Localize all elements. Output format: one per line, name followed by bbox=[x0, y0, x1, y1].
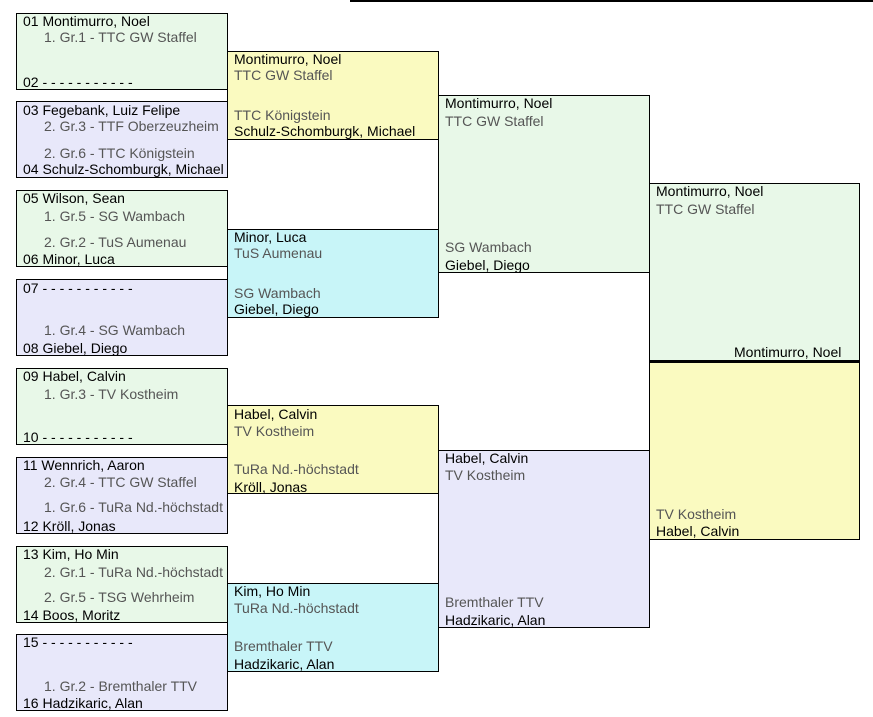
r1-m4-player-b-group: 1. Gr.4 - SG Wambach bbox=[44, 322, 186, 338]
r1-m6-player-a-group: 2. Gr.4 - TTC GW Staffel bbox=[44, 474, 197, 490]
r3-match-2 bbox=[438, 450, 650, 628]
r1-m3-player-b: 06 Minor, Luca bbox=[23, 251, 115, 267]
r2-m1-player-b-club: TTC Königstein bbox=[234, 107, 331, 123]
r1-match-7 bbox=[16, 546, 228, 623]
r2-m4-player-a-club: TuRa Nd.-höchstadt bbox=[234, 600, 359, 616]
r2-m4-player-b: Hadzikaric, Alan bbox=[234, 656, 335, 672]
r3-m2-player-b-club: Bremthaler TTV bbox=[445, 594, 544, 610]
r3-m2-player-b: Hadzikaric, Alan bbox=[445, 612, 546, 628]
r1-m6-player-a: 11 Wennrich, Aaron bbox=[23, 457, 145, 473]
final-player-b: Habel, Calvin bbox=[656, 523, 740, 539]
r1-m7-player-a: 13 Kim, Ho Min bbox=[23, 546, 119, 562]
r1-m8-player-a: 15 - - - - - - - - - - - bbox=[23, 634, 133, 650]
r2-m1-player-a: Montimurro, Noel bbox=[234, 51, 342, 67]
r2-m2-player-b: Giebel, Diego bbox=[234, 301, 319, 317]
r1-match-4 bbox=[16, 279, 228, 356]
r1-match-8 bbox=[16, 634, 228, 711]
r2-m4-player-b-club: Bremthaler TTV bbox=[234, 638, 333, 654]
r1-m3-player-b-group: 2. Gr.2 - TuS Aumenau bbox=[44, 234, 187, 250]
r1-m7-player-a-group: 2. Gr.1 - TuRa Nd.-höchstadt bbox=[44, 564, 223, 580]
r3-match-1 bbox=[438, 95, 650, 273]
r1-m8-player-b: 16 Hadzikaric, Alan bbox=[23, 695, 143, 711]
r1-m7-player-b-group: 2. Gr.5 - TSG Wehrheim bbox=[44, 589, 195, 605]
r1-m4-player-a: 07 - - - - - - - - - - - bbox=[23, 280, 133, 296]
r1-m6-player-b-group: 1. Gr.6 - TuRa Nd.-höchstadt bbox=[44, 499, 223, 515]
r3-m1-player-a-club: TTC GW Staffel bbox=[445, 113, 544, 129]
r2-m2-player-a-club: TuS Aumenau bbox=[234, 245, 323, 261]
r2-m2-player-a: Minor, Luca bbox=[234, 229, 307, 245]
winner-line bbox=[649, 361, 860, 363]
r3-m2-player-a: Habel, Calvin bbox=[445, 450, 529, 466]
r1-match-6 bbox=[16, 457, 228, 534]
r3-m1-player-b-club: SG Wambach bbox=[445, 239, 532, 255]
r2-match-2 bbox=[227, 229, 439, 318]
r1-m1-player-a: 01 Montimurro, Noel bbox=[23, 13, 150, 29]
top-rule bbox=[350, 0, 873, 2]
winner-slot-bg bbox=[649, 183, 860, 361]
r1-m8-player-b-group: 1. Gr.2 - Bremthaler TTV bbox=[44, 678, 198, 694]
r1-m7-player-b: 14 Boos, Moritz bbox=[23, 607, 121, 623]
r2-m3-player-a-club: TV Kostheim bbox=[234, 423, 315, 439]
r2-match-4 bbox=[227, 583, 439, 672]
r1-m3-player-a-group: 1. Gr.5 - SG Wambach bbox=[44, 208, 186, 224]
r1-m6-player-b: 12 Kröll, Jonas bbox=[23, 518, 116, 534]
r1-match-5 bbox=[16, 368, 228, 445]
r1-m1-player-b: 02 - - - - - - - - - - - bbox=[23, 74, 133, 90]
r2-m4-player-a: Kim, Ho Min bbox=[234, 583, 311, 599]
r1-m2-player-b-group: 2. Gr.6 - TTC Königstein bbox=[44, 145, 195, 161]
final-player-a-overlay: Montimurro, Noel bbox=[656, 183, 764, 199]
r1-match-2 bbox=[16, 101, 228, 178]
winner-name: Montimurro, Noel bbox=[734, 344, 842, 360]
r1-match-3 bbox=[16, 190, 228, 267]
r1-match-1 bbox=[16, 13, 228, 90]
r1-m5-player-b: 10 - - - - - - - - - - - bbox=[23, 429, 133, 445]
r1-m4-player-b: 08 Giebel, Diego bbox=[23, 340, 128, 356]
r2-m1-player-a-club: TTC GW Staffel bbox=[234, 67, 333, 83]
r2-m3-player-a: Habel, Calvin bbox=[234, 406, 318, 422]
r1-m2-player-a-group: 2. Gr.3 - TTF Oberzeuzheim bbox=[44, 118, 219, 134]
r2-m2-player-b-club: SG Wambach bbox=[234, 285, 321, 301]
r2-match-1 bbox=[227, 51, 439, 140]
final-player-b-club: TV Kostheim bbox=[656, 506, 737, 522]
final-player-a-club-overlay: TTC GW Staffel bbox=[656, 201, 755, 217]
r3-m2-player-a-club: TV Kostheim bbox=[445, 467, 526, 483]
r1-m5-player-a: 09 Habel, Calvin bbox=[23, 368, 126, 384]
r2-m3-player-b-club: TuRa Nd.-höchstadt bbox=[234, 461, 359, 477]
r2-match-3 bbox=[227, 405, 439, 494]
r1-m3-player-a: 05 Wilson, Sean bbox=[23, 190, 125, 206]
r1-m2-player-a: 03 Fegebank, Luiz Felipe bbox=[23, 102, 181, 118]
r2-m3-player-b: Kröll, Jonas bbox=[234, 479, 308, 495]
r3-m1-player-b: Giebel, Diego bbox=[445, 257, 530, 273]
r2-m1-player-b: Schulz-Schomburgk, Michael bbox=[234, 123, 416, 139]
r3-m1-player-a: Montimurro, Noel bbox=[445, 95, 553, 111]
r1-m1-player-a-group: 1. Gr.1 - TTC GW Staffel bbox=[44, 29, 197, 45]
r1-m2-player-b: 04 Schulz-Schomburgk, Michael bbox=[23, 161, 224, 177]
r1-m5-player-a-group: 1. Gr.3 - TV Kostheim bbox=[44, 386, 179, 402]
